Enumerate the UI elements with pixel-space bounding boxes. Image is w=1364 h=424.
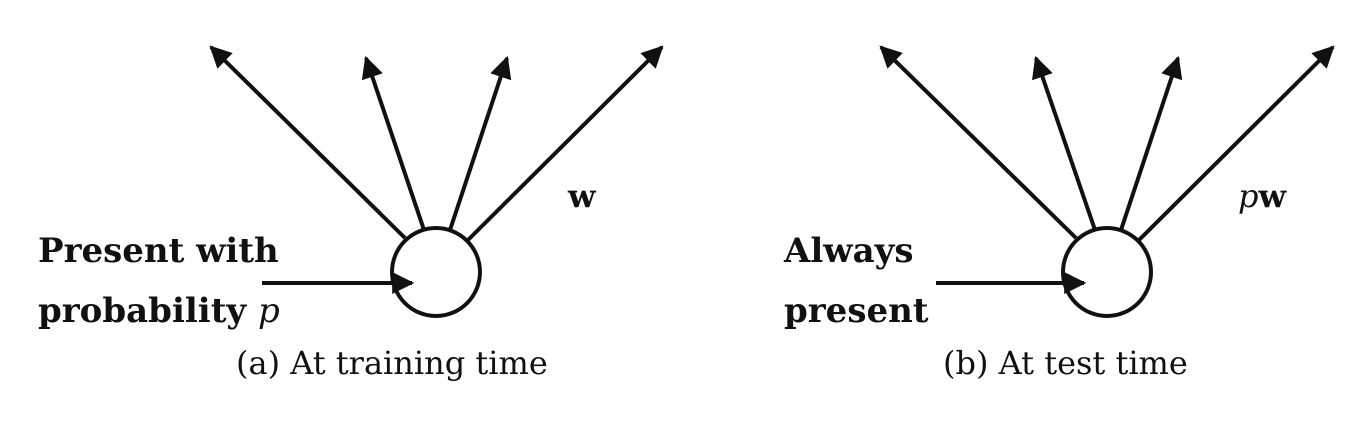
output-arrow-2 — [361, 55, 426, 231]
input-label-line2: probability p — [38, 291, 280, 331]
weight-label: w — [567, 177, 597, 215]
input-label-line1: Always — [783, 231, 914, 271]
panel-training: w Present with probability p (a) At trai… — [38, 45, 664, 382]
output-arrow-3 — [448, 55, 512, 231]
output-arrow-3 — [1119, 55, 1183, 231]
output-arrow-2 — [1032, 55, 1097, 231]
input-label-line1: Present with — [38, 231, 279, 271]
output-arrow-4 — [1137, 45, 1335, 242]
input-label-text: probability — [38, 291, 258, 331]
output-arrow-4 — [466, 45, 664, 242]
caption-test: (b) At test time — [943, 344, 1188, 382]
neuron-circle — [1061, 226, 1153, 318]
caption-training: (a) At training time — [236, 344, 548, 382]
weight-symbol: w — [1257, 177, 1287, 215]
input-label-line2: present — [784, 291, 929, 331]
weight-symbol: w — [567, 177, 597, 215]
output-arrow-1 — [209, 45, 407, 240]
probability-symbol: p — [258, 291, 280, 331]
output-arrow-1 — [879, 45, 1078, 240]
weight-prefix: p — [1238, 177, 1258, 215]
neuron-circle — [390, 226, 482, 318]
panel-test: pw Always present (b) At test time — [783, 45, 1335, 382]
weight-label: pw — [1238, 177, 1287, 215]
